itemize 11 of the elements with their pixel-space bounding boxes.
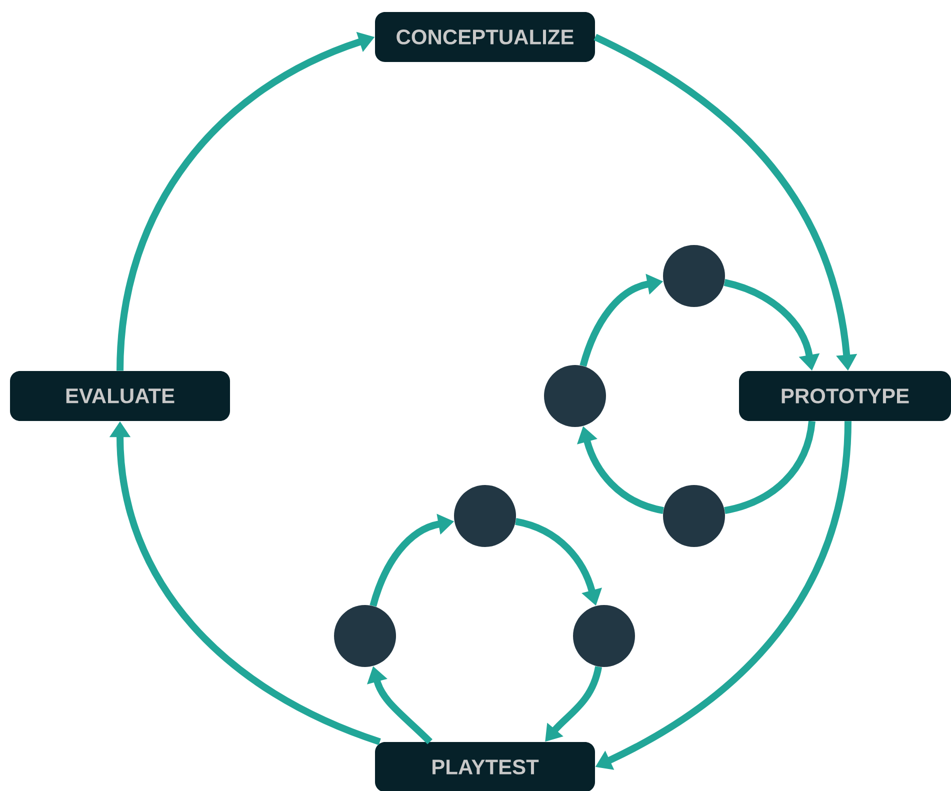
stage-box: EVALUATE: [10, 370, 230, 421]
step-circle: [663, 484, 725, 547]
stage-box: PROTOTYPE: [739, 370, 951, 421]
step-circle: [663, 244, 725, 307]
step-circle: [454, 484, 516, 547]
stage-box: CONCEPTUALIZE: [375, 12, 595, 62]
step-circle: [573, 604, 635, 667]
step-circle: [334, 604, 396, 667]
connector-line: [724, 420, 816, 514]
stage-box: PLAYTEST: [375, 742, 595, 791]
step-circle: [544, 364, 606, 427]
